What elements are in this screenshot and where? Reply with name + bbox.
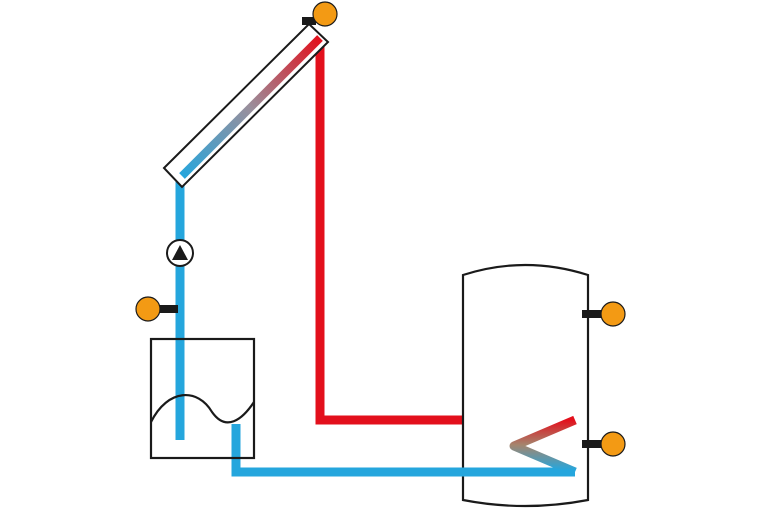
tank-upper-sensor-icon [582, 301, 626, 327]
collector-temperature-sensor-icon [302, 1, 338, 27]
vessel-membrane-wave [150, 394, 255, 424]
coil-heat-exchanger [509, 415, 577, 477]
tank-lower-sensor-icon [582, 431, 626, 457]
collector-absorber-strip [179, 35, 323, 179]
cold-return-pipe [231, 424, 575, 477]
solar-collector [162, 22, 330, 189]
circulation-pump-icon [166, 239, 194, 267]
return-line-sensor-icon [135, 296, 178, 322]
expansion-vessel [149, 337, 256, 460]
storage-tank [461, 263, 590, 508]
